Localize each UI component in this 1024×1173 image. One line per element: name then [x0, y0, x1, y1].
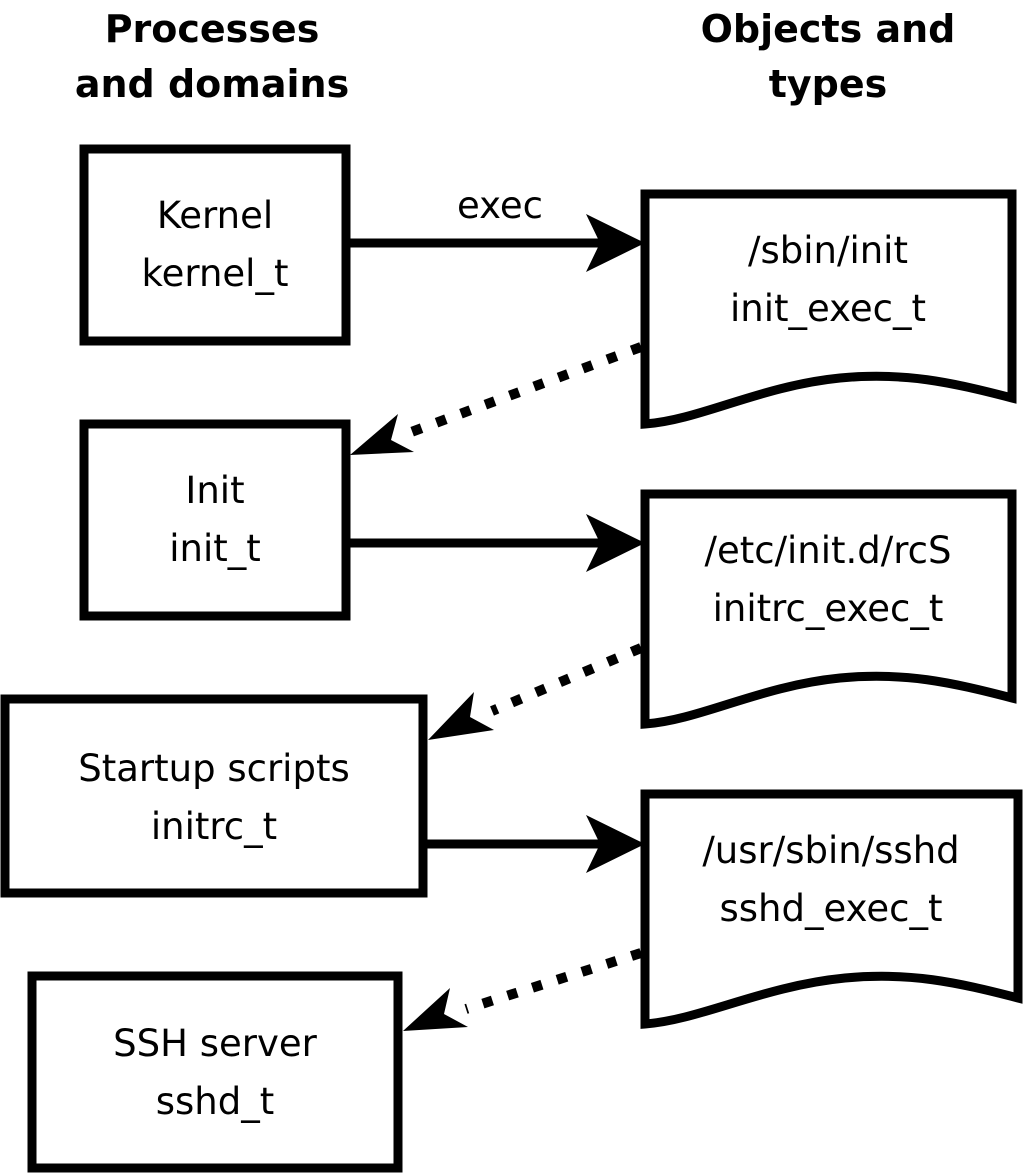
- edge-sbin-init-to-init-arrowhead: [350, 414, 414, 455]
- column-header-objects: Objects and types: [701, 7, 956, 106]
- process-node-ssh-server[interactable]: SSH server sshd_t: [27, 971, 403, 1173]
- process-node-init-box[interactable]: [79, 419, 351, 621]
- header-objects-line1: Objects and: [701, 7, 956, 51]
- edge-startup-scripts-to-sshd-arrowhead: [586, 815, 645, 873]
- object-node-usr-sbin-sshd-path: /usr/sbin/sshd: [702, 829, 959, 872]
- edge-kernel-exec-sbin-init: exec: [346, 184, 645, 272]
- object-node-etc-initd-rcs-shape[interactable]: [640, 489, 1017, 729]
- process-node-kernel-name: Kernel: [157, 194, 273, 237]
- header-objects-line2: types: [769, 62, 888, 106]
- process-node-startup-scripts-name: Startup scripts: [78, 747, 349, 790]
- process-node-init-type: init_t: [169, 527, 261, 570]
- object-node-usr-sbin-sshd-shape[interactable]: [640, 789, 1023, 1029]
- process-node-startup-scripts-box[interactable]: [0, 694, 428, 898]
- object-node-usr-sbin-sshd[interactable]: /usr/sbin/sshd sshd_exec_t: [640, 789, 1023, 1029]
- object-node-sbin-init[interactable]: /sbin/init init_exec_t: [640, 189, 1017, 429]
- edge-label-exec: exec: [457, 184, 543, 227]
- process-node-kernel-box[interactable]: [79, 144, 351, 346]
- process-node-init-name: Init: [185, 469, 244, 512]
- edge-startup-scripts-to-sshd: [423, 815, 645, 873]
- object-node-sbin-init-type: init_exec_t: [730, 287, 926, 330]
- process-node-ssh-server-type: sshd_t: [156, 1080, 275, 1123]
- edge-sbin-init-to-init: [350, 342, 643, 455]
- edge-init-to-rcs-arrowhead: [586, 514, 645, 572]
- process-node-kernel[interactable]: Kernel kernel_t: [79, 144, 351, 346]
- edge-sbin-init-to-init-line: [404, 342, 643, 439]
- edge-init-to-rcs: [346, 514, 645, 572]
- edge-sshd-to-ssh-server-arrowhead: [403, 988, 468, 1031]
- edge-rcs-to-startup-scripts-line: [490, 643, 643, 716]
- edge-sshd-to-ssh-server-line: [464, 948, 643, 1014]
- process-node-init[interactable]: Init init_t: [79, 419, 351, 621]
- edge-rcs-to-startup-scripts: [428, 643, 643, 740]
- object-node-etc-initd-rcs[interactable]: /etc/init.d/rcS initrc_exec_t: [640, 489, 1017, 729]
- header-processes-line1: Processes: [105, 7, 320, 51]
- process-node-startup-scripts-type: initrc_t: [151, 805, 277, 848]
- process-node-kernel-type: kernel_t: [142, 252, 289, 295]
- process-node-startup-scripts[interactable]: Startup scripts initrc_t: [0, 694, 428, 898]
- process-node-ssh-server-box[interactable]: [27, 971, 403, 1173]
- object-node-sbin-init-path: /sbin/init: [748, 229, 908, 272]
- object-node-etc-initd-rcs-type: initrc_exec_t: [713, 587, 944, 630]
- header-processes-line2: and domains: [75, 62, 349, 106]
- object-node-etc-initd-rcs-path: /etc/init.d/rcS: [704, 529, 951, 572]
- object-node-usr-sbin-sshd-type: sshd_exec_t: [720, 887, 943, 930]
- process-node-ssh-server-name: SSH server: [113, 1022, 317, 1065]
- object-node-sbin-init-shape[interactable]: [640, 189, 1017, 429]
- edge-sshd-to-ssh-server: [403, 948, 643, 1031]
- edge-rcs-to-startup-scripts-arrowhead: [428, 692, 494, 740]
- edge-kernel-exec-arrowhead: [586, 214, 645, 272]
- column-header-processes: Processes and domains: [75, 7, 349, 106]
